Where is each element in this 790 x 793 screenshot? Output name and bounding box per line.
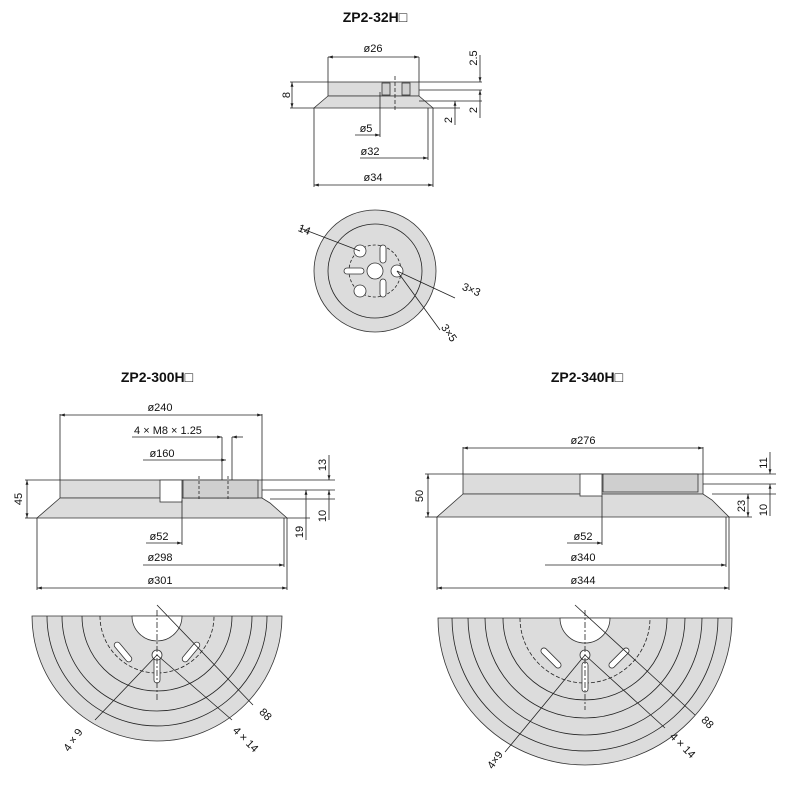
dim-4x14: 4 × 14 bbox=[230, 725, 260, 755]
dim-h10: 10 bbox=[317, 510, 329, 522]
dim-d240: ø240 bbox=[147, 402, 172, 414]
dim-d301: ø301 bbox=[147, 575, 172, 587]
dim-4x9: 4×9 bbox=[485, 749, 506, 771]
zp2-340-bottom-view: 4×9 4 × 14 88 bbox=[437, 604, 733, 771]
dim-h19: 19 bbox=[294, 526, 306, 538]
dim-d34: ø34 bbox=[364, 172, 383, 184]
dim-4x14: 4 × 14 bbox=[667, 731, 697, 761]
dim-3x3: 3×3 bbox=[460, 281, 482, 299]
zp2-32-title: ZP2-32H□ bbox=[343, 9, 408, 25]
dim-h13: 13 bbox=[317, 459, 329, 471]
zp2-32-side-view: ø26 8 2.5 2 2 ø5 ø32 ø34 bbox=[281, 43, 482, 187]
zp2-340-title: ZP2-340H□ bbox=[551, 369, 624, 385]
dim-d340: ø340 bbox=[570, 552, 595, 564]
zp2-300-title: ZP2-300H□ bbox=[121, 369, 194, 385]
dim-h45: 45 bbox=[13, 493, 25, 505]
dim-d5: ø5 bbox=[360, 123, 373, 135]
dim-p14: 14 bbox=[296, 222, 312, 238]
zp2-32-bottom-view: 14 3×3 3×5 bbox=[296, 209, 482, 344]
dim-d298: ø298 bbox=[147, 552, 172, 564]
dim-h2-a: 2 bbox=[468, 107, 480, 113]
dim-3x5: 3×5 bbox=[438, 322, 459, 344]
dim-h50: 50 bbox=[414, 490, 426, 502]
dim-d26: ø26 bbox=[364, 43, 383, 55]
dim-d52: ø52 bbox=[574, 531, 593, 543]
dim-thread: 4 × M8 × 1.25 bbox=[134, 425, 202, 437]
dim-d160: ø160 bbox=[149, 448, 174, 460]
dim-d32: ø32 bbox=[361, 146, 380, 158]
zp2-32-drawing: ZP2-32H□ ø26 8 2.5 2 2 ø5 ø32 ø34 14 3×3… bbox=[281, 9, 482, 344]
zp2-300-drawing: ZP2-300H□ ø240 4 × M8 × 1.25 ø160 45 13 … bbox=[13, 369, 335, 755]
dim-d276: ø276 bbox=[570, 435, 595, 447]
dim-h8: 8 bbox=[281, 92, 293, 98]
dim-p88: 88 bbox=[699, 714, 716, 731]
dim-p88: 88 bbox=[257, 706, 274, 723]
dim-h2-b: 2 bbox=[443, 117, 455, 123]
dim-h10: 10 bbox=[758, 504, 770, 516]
zp2-340-drawing: ZP2-340H□ ø276 50 11 23 10 ø52 ø340 ø344… bbox=[414, 369, 776, 771]
dim-h11: 11 bbox=[758, 457, 770, 468]
dim-d344: ø344 bbox=[570, 575, 595, 587]
zp2-300-bottom-view: 4 × 9 4 × 14 88 bbox=[31, 604, 283, 755]
zp2-340-side-view: ø276 50 11 23 10 ø52 ø340 ø344 bbox=[414, 435, 776, 590]
zp2-300-side-view: ø240 4 × M8 × 1.25 ø160 45 13 10 19 ø52 … bbox=[13, 402, 335, 590]
dim-4x9: 4 × 9 bbox=[62, 727, 86, 754]
dim-h23: 23 bbox=[736, 500, 748, 512]
dim-d52: ø52 bbox=[150, 531, 169, 543]
dim-h2-5: 2.5 bbox=[468, 50, 480, 65]
